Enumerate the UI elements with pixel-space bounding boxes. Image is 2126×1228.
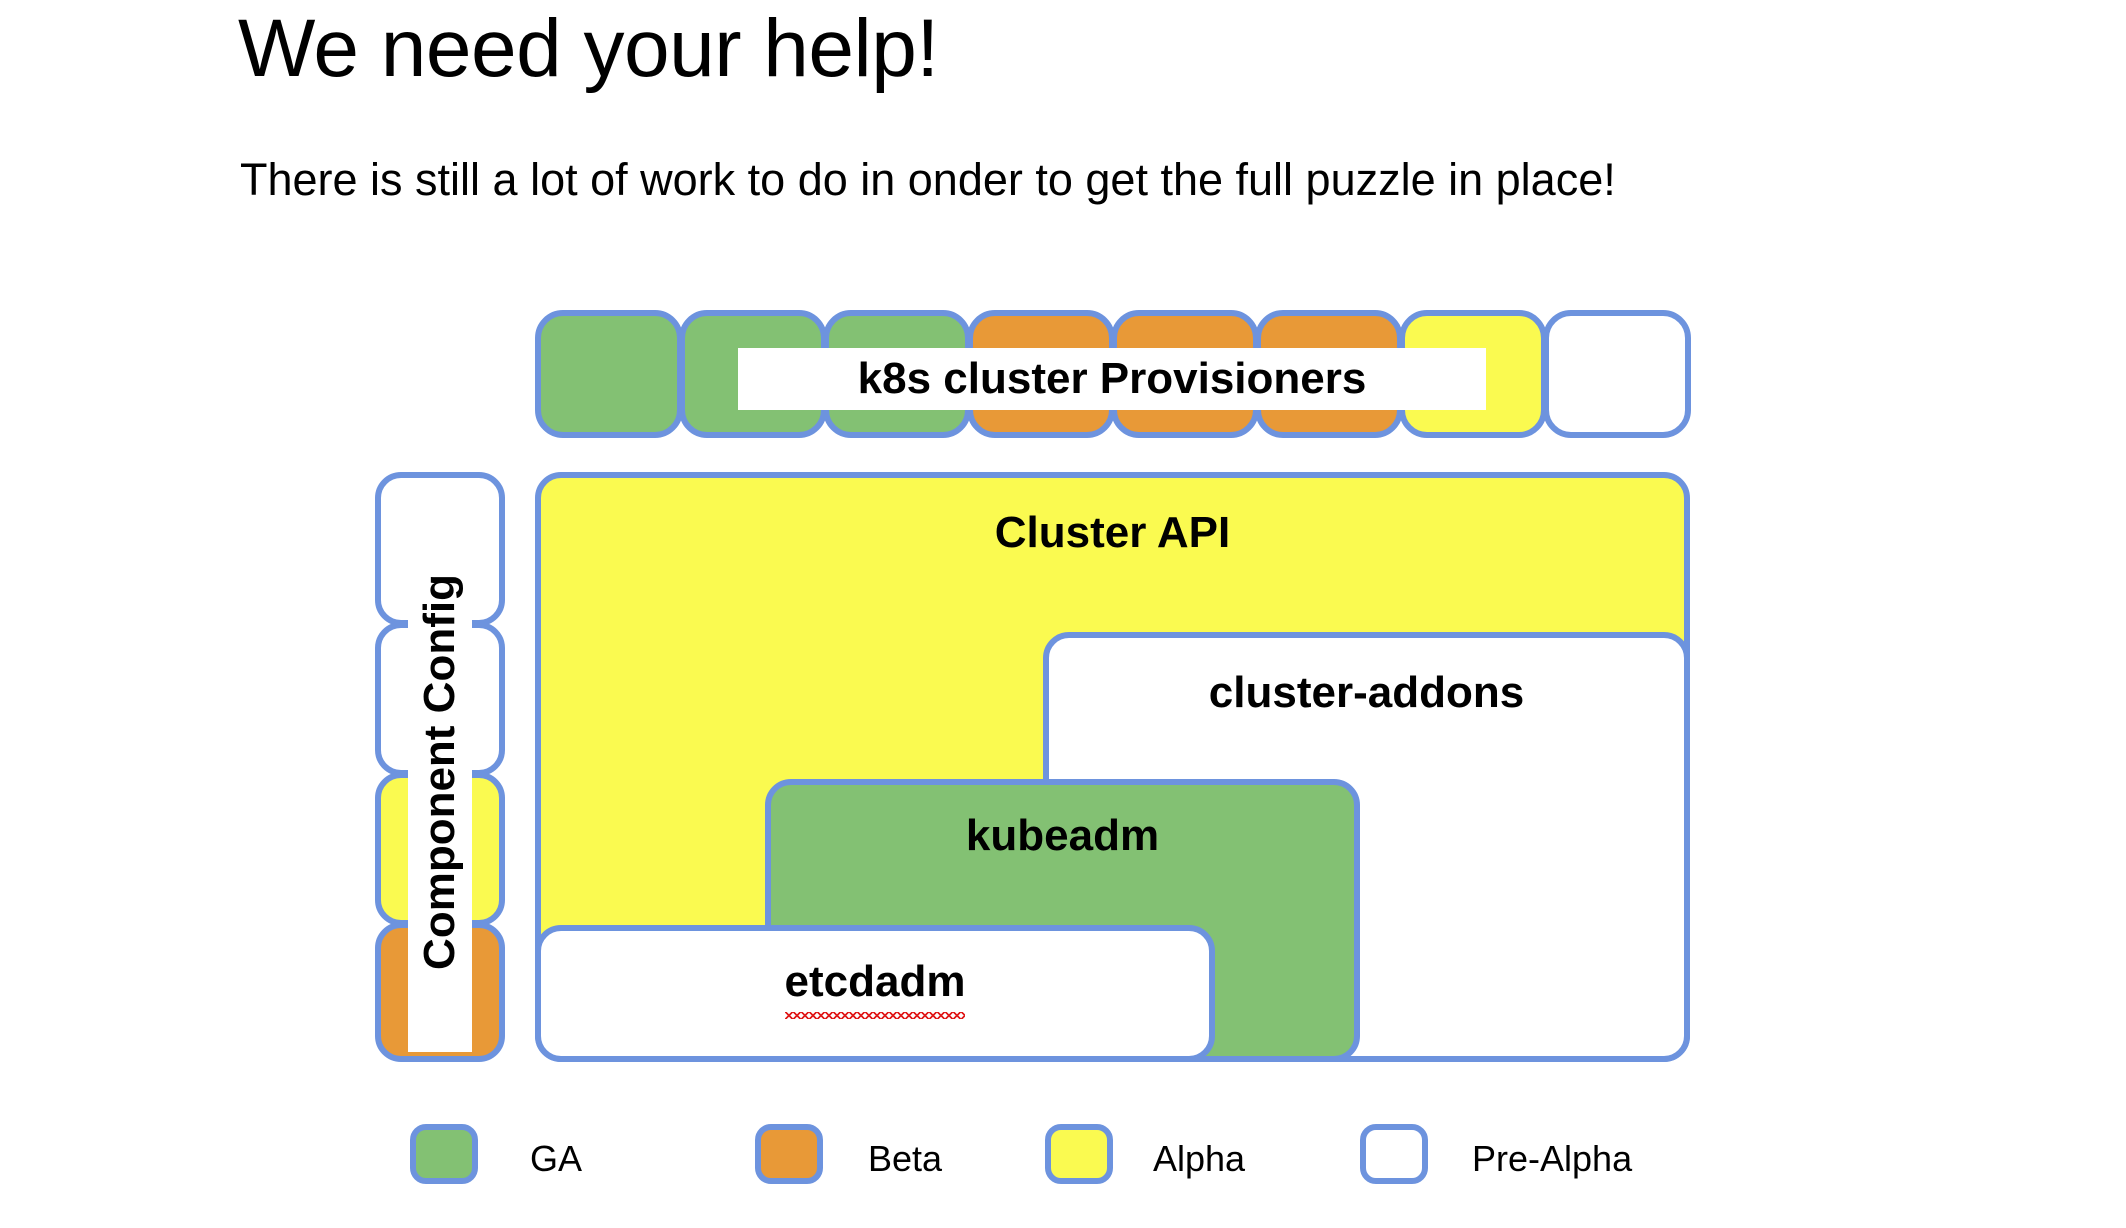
provisioner-box-8[interactable]: [1543, 310, 1691, 438]
etcdadm-box[interactable]: [535, 925, 1215, 1062]
legend-swatch-pre-alpha: [1360, 1124, 1428, 1184]
cluster-api-label: Cluster API: [994, 508, 1231, 557]
legend-swatch-beta: [755, 1124, 823, 1184]
kubeadm-label: kubeadm: [965, 811, 1160, 860]
provisioners-label: k8s cluster Provisioners: [738, 348, 1486, 410]
cluster-addons-label: cluster-addons: [1208, 668, 1525, 717]
legend-label-alpha: Alpha: [1153, 1138, 1246, 1179]
page-subtitle: There is still a lot of work to do in on…: [240, 154, 1616, 205]
legend-label-pre-alpha: Pre-Alpha: [1472, 1138, 1633, 1179]
legend-label-ga: GA: [530, 1138, 583, 1179]
etcdadm-label: etcdadm: [535, 957, 1215, 1019]
legend-swatch-ga: [410, 1124, 478, 1184]
etcdadm-label-text: etcdadm: [784, 957, 966, 1019]
provisioner-box-1[interactable]: [535, 310, 683, 438]
legend-swatch-alpha: [1045, 1124, 1113, 1184]
legend-label-beta: Beta: [868, 1138, 943, 1179]
component-config-label: Component Config: [408, 492, 472, 1052]
component-config-label-text: Component Config: [415, 574, 465, 970]
page-title: We need your help!: [238, 3, 939, 94]
